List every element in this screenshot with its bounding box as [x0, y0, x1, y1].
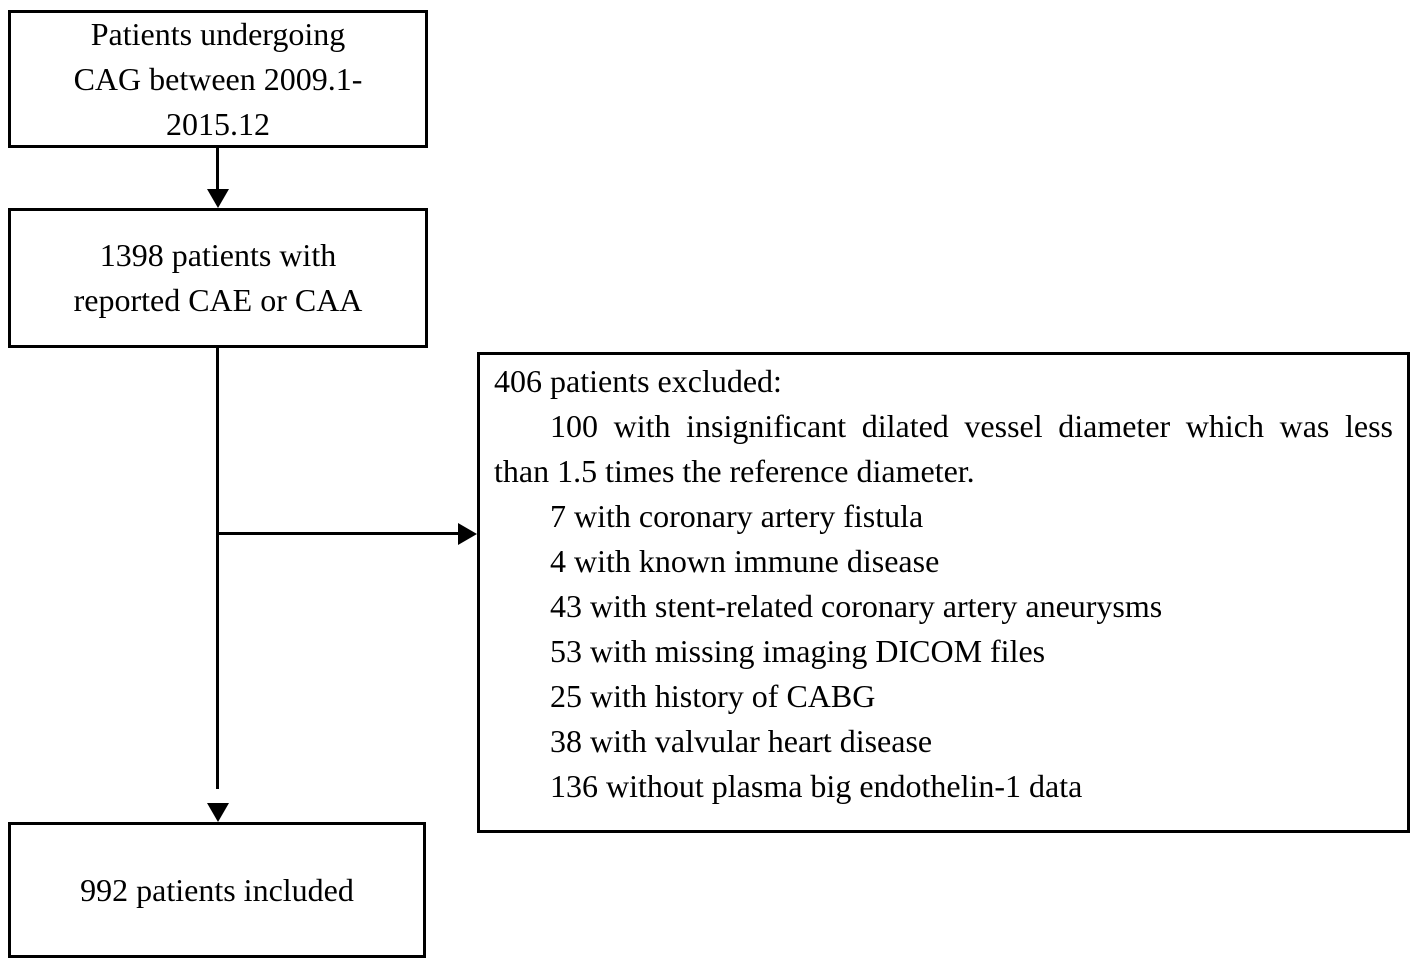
excluded-item-known-immune-disease: 4 with known immune disease [550, 543, 940, 579]
excluded-item-coronary-artery-fistula: 7 with coronary artery fistula [550, 498, 924, 534]
excluded-content: 406 patients excluded: 100 with insignif… [494, 359, 1395, 809]
node-patients-included-label: 992 patients included [80, 871, 354, 908]
connector-cag-to-reported-arrowhead-icon [207, 189, 229, 208]
excluded-heading: 406 patients excluded: [494, 363, 782, 399]
connector-to-excluded-line [218, 532, 461, 535]
excluded-item-valvular-heart-disease: 38 with valvular heart disease [550, 723, 933, 759]
node-patients-undergoing-cag: Patients undergoing CAG between 2009.1- … [8, 10, 428, 148]
connector-cag-to-reported-line [216, 148, 219, 192]
excluded-item-history-of-cabg: 25 with history of CABG [550, 678, 876, 714]
connector-reported-to-included-line [216, 348, 219, 789]
connector-to-excluded-arrowhead-icon [458, 523, 477, 545]
node-excluded-patients: 406 patients excluded: 100 with insignif… [477, 352, 1410, 833]
connector-reported-to-included-arrowhead-icon [207, 803, 229, 822]
excluded-item-insignificant-dilation: 100 with insignificant dilated vessel di… [494, 408, 1393, 489]
excluded-item-missing-big-endothelin-1: 136 without plasma big endothelin-1 data [550, 768, 1083, 804]
node-reported-cae-caa: 1398 patients with reported CAE or CAA [8, 208, 428, 348]
node-patients-included: 992 patients included [8, 822, 426, 958]
excluded-item-missing-dicom-files: 53 with missing imaging DICOM files [550, 633, 1046, 669]
excluded-item-stent-related-aneurysms: 43 with stent-related coronary artery an… [550, 588, 1163, 624]
node-patients-undergoing-cag-label: Patients undergoing CAG between 2009.1- … [73, 15, 363, 142]
node-reported-cae-caa-label: 1398 patients with reported CAE or CAA [73, 237, 363, 318]
